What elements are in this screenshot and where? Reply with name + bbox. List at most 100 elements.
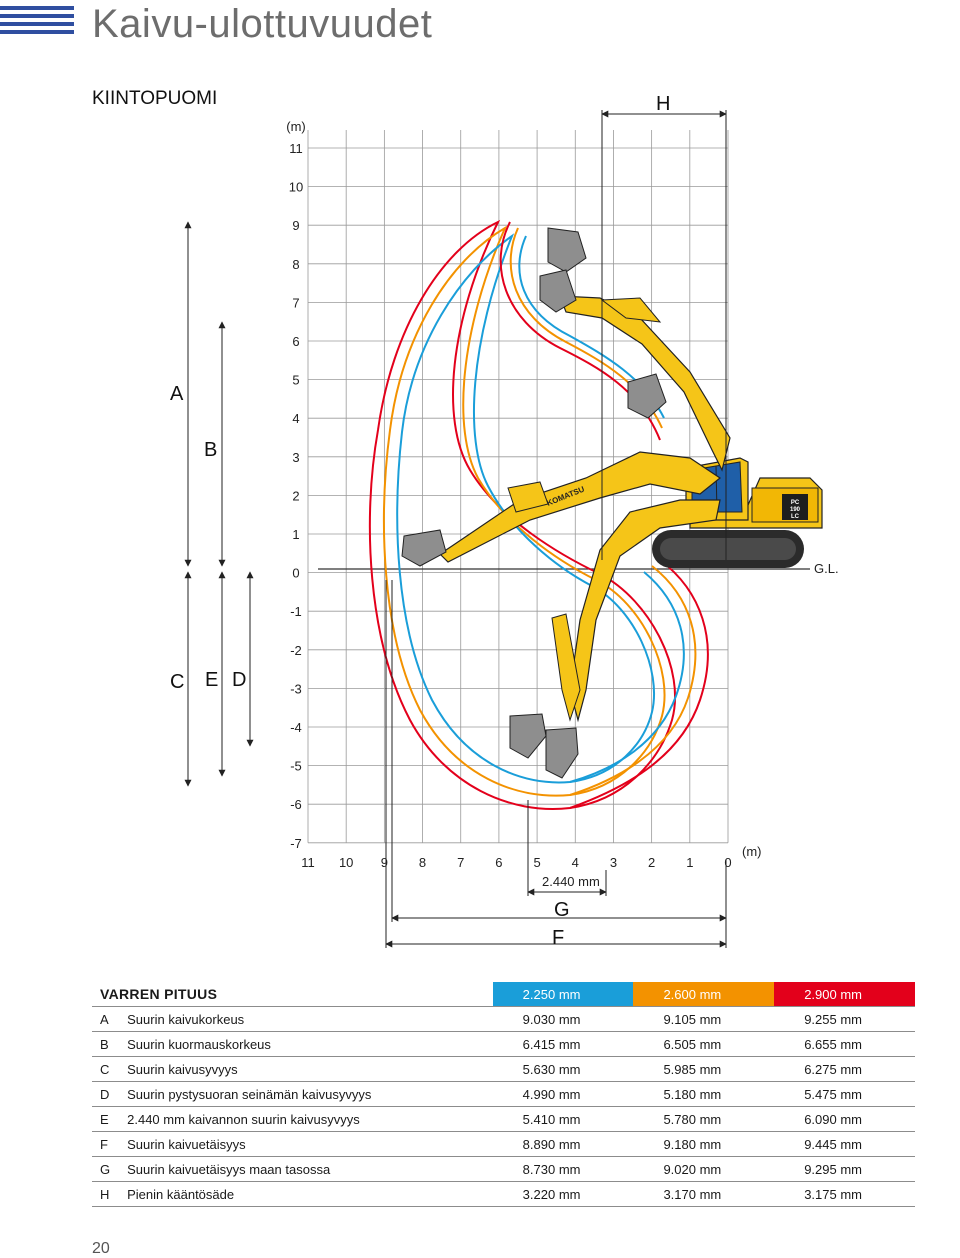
y-axis-unit: (m) xyxy=(286,119,306,134)
x-tick-label: 8 xyxy=(419,855,426,870)
row-value-2250: 5.630 mm xyxy=(492,1056,634,1082)
envelope-arm-2600 xyxy=(383,225,666,797)
row-description: Suurin kuormauskorkeus xyxy=(127,1031,493,1057)
row-value-2600: 5.780 mm xyxy=(633,1106,775,1132)
row-letter: A xyxy=(92,1006,128,1032)
row-value-2250: 5.410 mm xyxy=(492,1106,634,1132)
envelope-curves xyxy=(368,219,709,810)
row-description: 2.440 mm kaivannon suurin kaivusyvyys xyxy=(127,1106,493,1132)
y-tick-label: -7 xyxy=(290,836,302,851)
row-letter: C xyxy=(92,1056,128,1082)
x-tick-label: 5 xyxy=(533,855,540,870)
page-number: 20 xyxy=(92,1240,110,1257)
row-description: Suurin pystysuoran seinämän kaivusyvyys xyxy=(127,1081,493,1107)
arm-raised xyxy=(600,297,662,323)
x-tick-label: 0 xyxy=(724,855,731,870)
y-tick-label: -5 xyxy=(290,759,302,774)
model-label: PC xyxy=(791,500,800,506)
row-value-2600: 5.985 mm xyxy=(633,1056,775,1082)
row-description: Suurin kaivuetäisyys maan tasossa xyxy=(127,1156,493,1182)
row-letter: B xyxy=(92,1031,128,1057)
model-number-label: 190 xyxy=(790,507,801,513)
row-letter: G xyxy=(92,1156,128,1182)
row-value-2900: 6.275 mm xyxy=(774,1056,915,1082)
brand-stripes-logo xyxy=(0,6,74,40)
bucket-raised-low xyxy=(627,373,667,419)
row-value-2900: 6.655 mm xyxy=(774,1031,915,1057)
bucket-lowered-left xyxy=(509,713,547,759)
model-suffix-label: LC xyxy=(791,514,800,520)
header-arm-length-label: VARREN PITUUS xyxy=(100,986,218,1002)
row-value-2900: 3.175 mm xyxy=(774,1181,915,1207)
y-tick-label: -6 xyxy=(290,797,302,812)
x-tick-label: 10 xyxy=(339,855,353,870)
header-arm-2600: 2.600 mm xyxy=(633,982,775,1007)
header-arm-2250: 2.250 mm xyxy=(492,982,634,1007)
row-value-2900: 9.445 mm xyxy=(774,1131,915,1157)
dim-h-label: H xyxy=(656,93,670,115)
y-tick-label: 3 xyxy=(292,450,299,465)
row-description: Suurin kaivuetäisyys xyxy=(127,1131,493,1157)
row-letter: E xyxy=(92,1106,128,1132)
y-tick-label: 1 xyxy=(292,527,299,542)
header-arm-2900: 2.900 mm xyxy=(774,982,915,1007)
x-tick-label: 1 xyxy=(686,855,693,870)
row-value-2250: 9.030 mm xyxy=(492,1006,634,1032)
arm-length-spec-table: VARREN PITUUS 2.250 mm 2.600 mm 2.900 mm… xyxy=(92,982,915,1207)
y-tick-label: 6 xyxy=(292,334,299,349)
row-description: Suurin kaivusyvyys xyxy=(127,1056,493,1082)
arm-horizontal xyxy=(507,481,549,513)
depth-arc-2900 xyxy=(569,559,709,809)
bucket-raised-top xyxy=(547,227,587,273)
depth-arc-2600 xyxy=(569,565,697,796)
page-title: Kaivu-ulottuvuudet xyxy=(92,2,433,46)
dimension-lines xyxy=(184,110,727,948)
row-value-2900: 9.255 mm xyxy=(774,1006,915,1032)
y-tick-label: 9 xyxy=(292,218,299,233)
row-value-2600: 9.180 mm xyxy=(633,1131,775,1157)
row-value-2250: 6.415 mm xyxy=(492,1031,634,1057)
row-value-2250: 4.990 mm xyxy=(492,1081,634,1107)
y-tick-label: 0 xyxy=(292,566,299,581)
y-tick-label: -4 xyxy=(290,720,302,735)
x-tick-label: 4 xyxy=(572,855,579,870)
row-value-2250: 8.730 mm xyxy=(492,1156,634,1182)
x-axis-unit: (m) xyxy=(742,844,762,859)
x-tick-label: 3 xyxy=(610,855,617,870)
dim-e-label: E xyxy=(205,669,218,691)
arm-lowered xyxy=(551,613,581,722)
x-tick-label: 11 xyxy=(301,855,315,870)
row-value-2900: 6.090 mm xyxy=(774,1106,915,1132)
row-value-2600: 9.020 mm xyxy=(633,1156,775,1182)
dim-a-label: A xyxy=(170,383,184,405)
x-tick-label: 7 xyxy=(457,855,464,870)
boom-lowered xyxy=(569,499,721,723)
trench-width-label: 2.440 mm xyxy=(542,874,600,889)
dim-d-label: D xyxy=(232,669,246,691)
x-tick-label: 2 xyxy=(648,855,655,870)
dim-f-label: F xyxy=(552,927,564,949)
dim-b-label: B xyxy=(204,439,217,461)
envelope-arm-2900 xyxy=(368,219,677,810)
row-description: Suurin kaivukorkeus xyxy=(127,1006,493,1032)
row-value-2250: 8.890 mm xyxy=(492,1131,634,1157)
row-value-2600: 9.105 mm xyxy=(633,1006,775,1032)
row-value-2600: 5.180 mm xyxy=(633,1081,775,1107)
x-tick-label: 9 xyxy=(381,855,388,870)
x-tick-label: 6 xyxy=(495,855,502,870)
section-title: KIINTOPUOMI xyxy=(92,88,218,109)
excavator-illustration: PC 190 LC KOMATSU xyxy=(401,227,823,779)
depth-arc-2250 xyxy=(569,571,685,783)
dim-c-label: C xyxy=(170,671,184,693)
dim-g-label: G xyxy=(554,899,570,921)
